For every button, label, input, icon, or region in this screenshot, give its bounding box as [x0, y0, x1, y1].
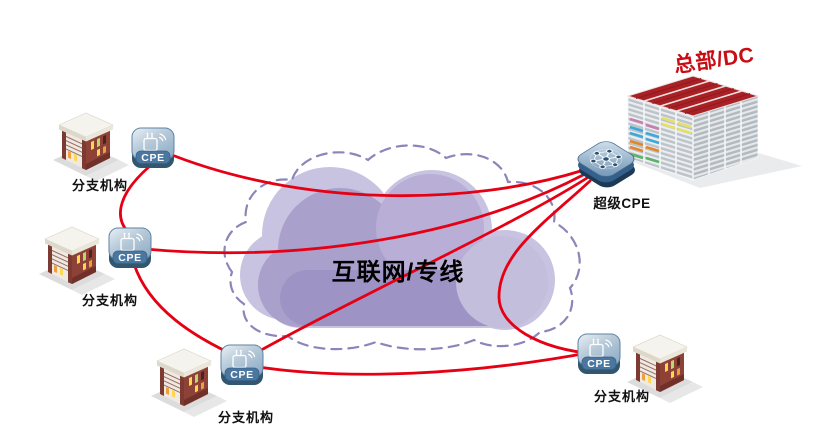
- cpe-3-label: CPE: [230, 369, 253, 381]
- link-cpe3-supercpe: [245, 176, 589, 360]
- link-cpe2-supercpe: [143, 172, 587, 255]
- cloud-fill: [240, 167, 555, 330]
- cpe-device-1: CPE: [131, 127, 175, 169]
- cpe-1-label: CPE: [141, 152, 164, 164]
- mesh-network-icon: [589, 148, 623, 170]
- building-branch-1: [52, 112, 130, 182]
- cloud-dashed-outline: [223, 144, 581, 351]
- link-cpe4-supercpe: [497, 179, 598, 356]
- branch-4-label: 分支机构: [593, 389, 651, 404]
- link-cpe2-cpe3: [132, 262, 240, 359]
- super-cpe-device: [577, 141, 635, 188]
- super-cpe-label: 超级CPE: [593, 196, 651, 211]
- cpe-device-3: CPE: [220, 344, 264, 386]
- cpe-device-4: CPE: [577, 333, 621, 375]
- cloud-label: 互联网/专线: [331, 259, 465, 286]
- internet-cloud: [223, 144, 581, 351]
- link-cpe3-cpe4: [250, 350, 595, 376]
- building-branch-2: [38, 226, 116, 296]
- rack-status-stripes: [629, 116, 692, 164]
- hq-datacenter-rack: [626, 75, 802, 188]
- cpe-device-2: CPE: [108, 227, 152, 269]
- cpe-4-label: CPE: [587, 358, 610, 370]
- link-cpe1-supercpe: [160, 149, 586, 197]
- branch-3-label: 分支机构: [217, 410, 275, 425]
- building-branch-3: [150, 348, 228, 418]
- rack-column-gaps: [643, 101, 742, 180]
- branch-2-label: 分支机构: [81, 293, 139, 308]
- cpe-2-label: CPE: [118, 252, 141, 264]
- branch-1-label: 分支机构: [71, 178, 129, 193]
